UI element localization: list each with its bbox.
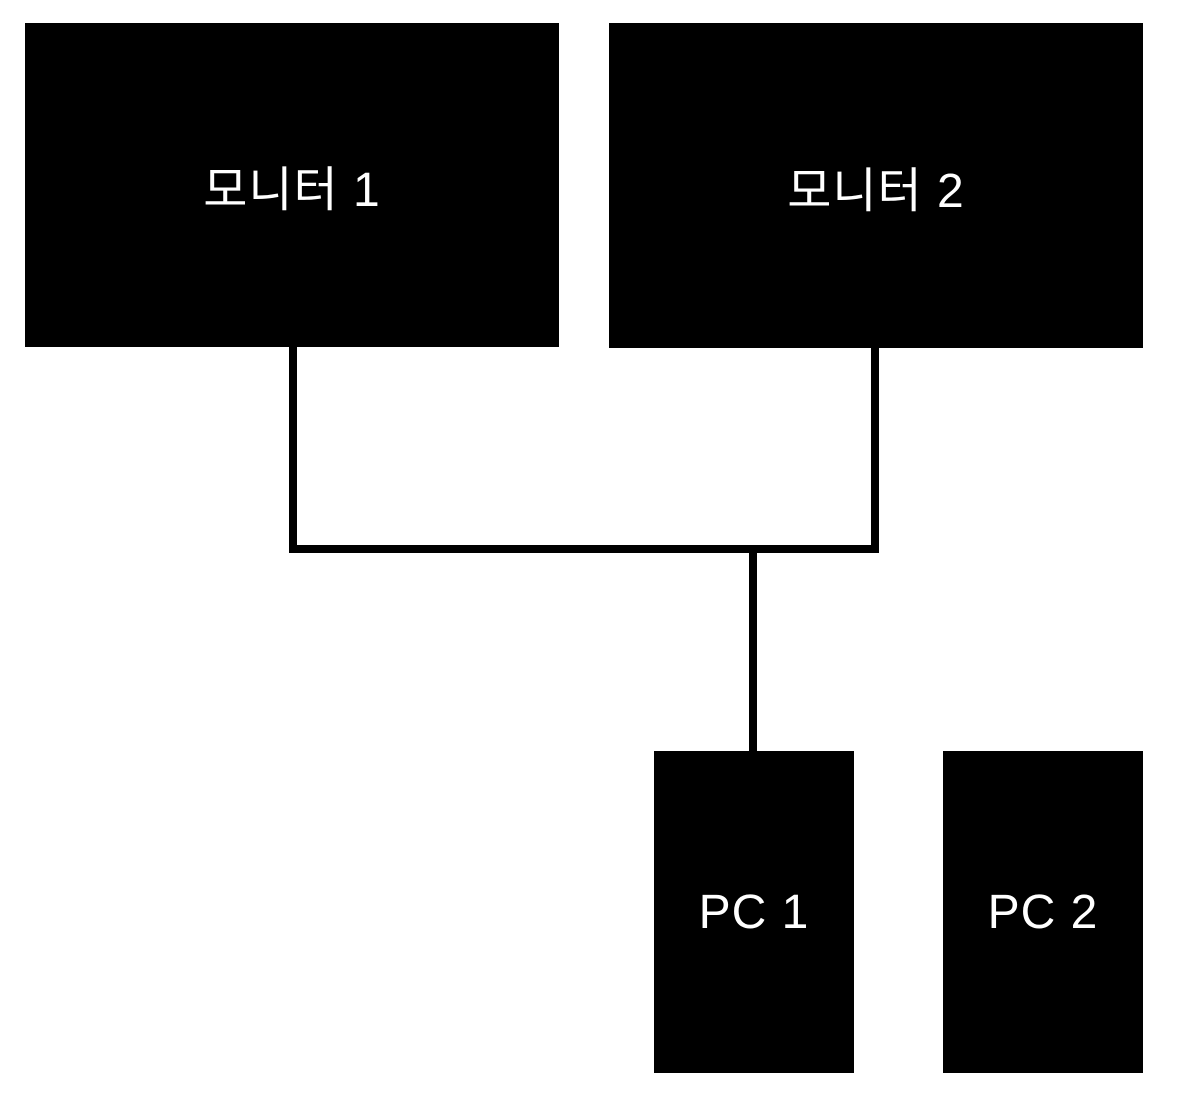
node-monitor-1: 모니터 1 (25, 23, 559, 347)
node-monitor-2-label: 모니터 2 (787, 164, 965, 218)
node-pc-1: PC 1 (654, 751, 854, 1073)
node-monitor-1-label: 모니터 1 (203, 164, 381, 217)
node-monitor-2: 모니터 2 (609, 23, 1143, 348)
node-pc-1-label: PC 1 (698, 885, 810, 939)
node-pc-2: PC 2 (943, 751, 1143, 1073)
connector-horizontal-bus-line (289, 545, 879, 553)
connector-pc1-drop-line (749, 553, 757, 751)
node-pc-2-label: PC 2 (987, 885, 1099, 939)
connector-monitor2-drop-line (871, 348, 879, 553)
connector-monitor1-drop-line (289, 347, 297, 553)
